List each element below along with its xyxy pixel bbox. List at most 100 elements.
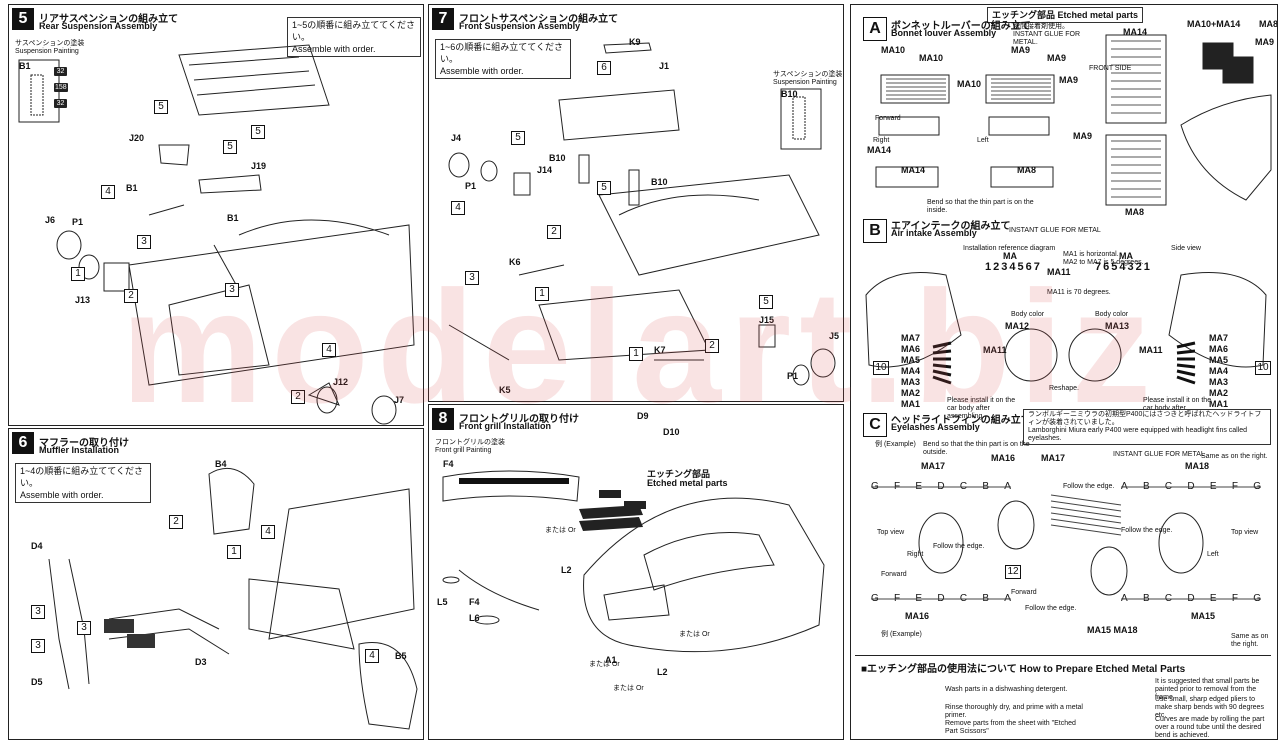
part-K5-label: K5: [499, 385, 511, 395]
section-C-title-en: Eyelashes Assembly: [891, 422, 980, 432]
part-K6-label: K6: [509, 257, 521, 267]
ma5-right: MA5: [1209, 355, 1229, 365]
how-item-1: Wash parts in a dishwashing detergent.: [945, 686, 1068, 693]
part-L6-label: L6: [469, 613, 480, 623]
part-J19-label: J19: [251, 161, 267, 171]
bend-note: Bend so that the thin part is on the ins…: [927, 199, 1034, 214]
MA9-label: MA9: [1011, 45, 1031, 55]
how-right-3: Curves are made by rolling the part over…: [1155, 716, 1265, 739]
order-note-en: Assemble with order.: [440, 66, 524, 76]
order-note-jp: 1~6の順番に組み立ててください。: [440, 42, 563, 64]
ref-10-right: 10: [1255, 361, 1271, 375]
section-C-note: ランボルギーニミウラの初期型P400にはさつきと呼ばれたヘッドライトフィンが装着…: [1023, 409, 1271, 445]
left-label-C: Left: [1207, 551, 1219, 558]
how-to-title: ■エッチング部品の使用法について How to Prepare Etched M…: [861, 660, 1185, 675]
order-1: 1: [71, 267, 85, 281]
ma1-horizontal: MA1 is horizontal.: [1063, 251, 1119, 258]
body-color-left: Body color: [1011, 311, 1045, 318]
section-A-glue: 瞬間接着剤使用。 INSTANT GLUE FOR METAL.: [1013, 23, 1093, 47]
reshape-label: Reshape.: [1049, 385, 1079, 392]
section-C-letter: C: [863, 413, 887, 437]
top-view-right: Top view: [1231, 529, 1259, 536]
order-2b: 2: [705, 339, 719, 353]
color-tag-32: 32: [54, 67, 67, 76]
forward-label-C2: Forward: [1011, 589, 1037, 596]
part-B1c-label: B1: [227, 213, 239, 223]
front-side-label: FRONT SIDE: [1089, 65, 1132, 72]
step-6-title-en: Muffler Installation: [39, 445, 120, 455]
MA10c-label: MA10: [957, 79, 982, 89]
part-A1-label: A1: [605, 655, 617, 665]
follow-edge-2: Follow the edge.: [1121, 527, 1173, 534]
section-A-title-jp: ボンネットルーバーの組み立て: [891, 21, 1031, 32]
step-8-number: 8: [432, 408, 454, 430]
part-B10b-label: B10: [651, 177, 668, 187]
how-item-3: Remove parts from the sheet with "Etched…: [945, 720, 1076, 735]
muffler-diagram: [48, 467, 418, 730]
order-note-en: Assemble with order.: [292, 44, 376, 54]
part-D4-label: D4: [31, 541, 43, 551]
step-7-paint-jp: サスペンションの塗装: [773, 71, 843, 78]
seq-left: 1234567: [985, 261, 1042, 273]
MA14c-label: MA14: [901, 165, 926, 175]
order-2: 2: [124, 289, 138, 303]
MA10-label: MA10: [881, 45, 906, 55]
order-2: 2: [169, 515, 183, 529]
seq-right: 7654321: [1095, 261, 1152, 273]
ma4-left: MA4: [901, 366, 921, 376]
part-J4-label: J4: [451, 133, 462, 143]
eyelash-diagram: [871, 486, 1261, 600]
etched-header: エッチング部品 Etched metal parts: [987, 7, 1144, 23]
part-P1-label: P1: [72, 217, 84, 227]
ma1-right: MA1: [1209, 399, 1229, 409]
part-J13-label: J13: [75, 295, 91, 305]
step-8-panel: 8 フロントグリルの取り付け Front grill Installation …: [428, 404, 844, 740]
order-2b: 2: [291, 390, 305, 404]
MA14b-label: MA14: [867, 145, 892, 155]
install-note-left: Please install it on the car body after …: [947, 397, 1016, 420]
MA11-note: MA11 is 70 degrees.: [1047, 289, 1111, 296]
MA17-label: MA17: [921, 461, 946, 471]
or-note-3: または Or: [613, 685, 644, 692]
MA-left: MA: [1003, 251, 1017, 261]
how-to-title-en: How to Prepare Etched Metal Parts: [1019, 664, 1186, 675]
how-right-2: Use small, sharp edged pliers to make sh…: [1155, 696, 1264, 719]
step-8-title-jp: フロントグリルの取り付け: [459, 414, 579, 425]
step-6-panel: 6 マフラーの取り付け Muffler Installation 1~4の順番に…: [8, 428, 424, 740]
order-6: 6: [597, 61, 611, 75]
ma6-left: MA6: [901, 344, 921, 354]
eyelash-note-jp: ランボルギーニミウラの初期型P400にはさつきと呼ばれたヘッドライトフィンが装着…: [1028, 411, 1262, 426]
order-3: 3: [31, 605, 45, 619]
order-1b: 1: [629, 347, 643, 361]
part-D5-label: D5: [31, 677, 43, 687]
MA11-label: MA11: [1047, 267, 1071, 277]
part-K9-label: K9: [629, 37, 641, 47]
section-B-side-view: Side view: [1171, 245, 1201, 252]
follow-edge-4: Follow the edge.: [1025, 605, 1077, 612]
order-4: 4: [261, 525, 275, 539]
section-C-title-jp: ヘッドライトフィンの組み立て: [891, 415, 1031, 426]
front-suspension-diagram: [448, 42, 836, 386]
step-5-number: 5: [12, 8, 34, 30]
order-5c: 5: [759, 295, 773, 309]
right-ma-list: MA7 MA6 MA5 MA4 MA3 MA2 MA1: [1209, 333, 1228, 410]
order-3: 3: [137, 235, 151, 249]
follow-edge-1: Follow the edge.: [1063, 483, 1115, 490]
section-A-letter: A: [863, 17, 887, 41]
or-note-2: または Or: [589, 661, 620, 668]
glue-jp: 瞬間接着剤使用。: [1013, 23, 1069, 30]
top-view-left: Top view: [877, 529, 905, 536]
ma3-left: MA3: [901, 377, 921, 387]
ma-degrees: MA2 to MA7 is 5 degrees.: [1063, 259, 1144, 266]
MA11-right: MA11: [1139, 345, 1163, 355]
order-5c: 5: [251, 125, 265, 139]
order-5b: 5: [223, 140, 237, 154]
part-B10c-label: B10: [781, 89, 798, 99]
follow-edge-3: Follow the edge.: [933, 543, 985, 550]
part-L2-label: L2: [561, 565, 572, 575]
part-J20-label: J20: [129, 133, 145, 143]
forward-label-C: Forward: [881, 571, 907, 578]
example-label: 例 (Example): [875, 441, 916, 448]
part-K7-label: K7: [654, 345, 666, 355]
ma18: MA18: [1113, 625, 1138, 635]
